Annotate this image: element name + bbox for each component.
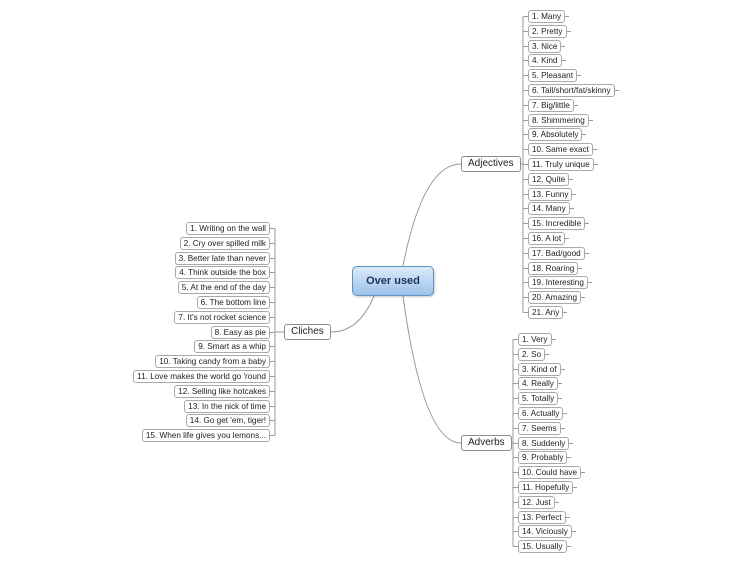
cliches-item[interactable]: 15. When life gives you lemons... bbox=[141, 429, 270, 442]
cliches-item[interactable]: 13. In the nick of time bbox=[184, 400, 270, 413]
cliches-item[interactable]: 7. It's not rocket science bbox=[174, 311, 270, 324]
branch-adjectives[interactable]: Adjectives bbox=[461, 156, 521, 172]
adjectives-item[interactable]: 9. Absolutely bbox=[528, 128, 583, 141]
branch-adverbs[interactable]: Adverbs bbox=[461, 435, 512, 451]
cliches-item[interactable]: 6. The bottom line bbox=[196, 296, 270, 309]
adjectives-item[interactable]: 13. Funny bbox=[528, 188, 573, 201]
adjectives-item[interactable]: 14. Many bbox=[528, 202, 570, 215]
root-link-adjectives bbox=[402, 163, 462, 267]
adjectives-item[interactable]: 4. Kind bbox=[528, 54, 562, 67]
adverbs-item[interactable]: 8. Suddenly bbox=[518, 437, 570, 450]
cliches-item[interactable]: 5. At the end of the day bbox=[177, 281, 270, 294]
adjectives-item[interactable]: 5. Pleasant bbox=[528, 69, 577, 82]
adjectives-item[interactable]: 21. Any bbox=[528, 306, 564, 319]
adjectives-item[interactable]: 17. Bad/good bbox=[528, 247, 585, 260]
adverbs-item[interactable]: 9. Probably bbox=[518, 451, 568, 464]
adjectives-item[interactable]: 2. Pretty bbox=[528, 25, 567, 38]
adjectives-item[interactable]: 8. Shimmering bbox=[528, 114, 589, 127]
adverbs-item[interactable]: 10. Could have bbox=[518, 466, 582, 479]
adjectives-item[interactable]: 10. Same exact bbox=[528, 143, 593, 156]
adverbs-item[interactable]: 1. Very bbox=[518, 333, 552, 346]
adverbs-item[interactable]: 6. Actually bbox=[518, 407, 564, 420]
adverbs-item[interactable]: 5. Totally bbox=[518, 392, 559, 405]
adjectives-item[interactable]: 20. Amazing bbox=[528, 291, 582, 304]
adjectives-item[interactable]: 7. Big/little bbox=[528, 99, 574, 112]
adverbs-item[interactable]: 11. Hopefully bbox=[518, 481, 574, 494]
root-link-cliches bbox=[330, 295, 375, 333]
adverbs-item[interactable]: 7. Seems bbox=[518, 422, 561, 435]
adjectives-item[interactable]: 6. Tall/short/fat/skinny bbox=[528, 84, 615, 97]
adjectives-item[interactable]: 18. Roaring bbox=[528, 262, 579, 275]
adverbs-item[interactable]: 4. Really bbox=[518, 377, 558, 390]
adverbs-item[interactable]: 13. Perfect bbox=[518, 511, 566, 524]
branch-cliches[interactable]: Cliches bbox=[284, 324, 331, 340]
root-topic[interactable]: Over used bbox=[352, 266, 434, 296]
cliches-item[interactable]: 9. Smart as a whip bbox=[194, 340, 270, 353]
cliches-item[interactable]: 3. Better late than never bbox=[174, 252, 270, 265]
adjectives-item[interactable]: 11. Truly unique bbox=[528, 158, 594, 171]
adverbs-item[interactable]: 2. So bbox=[518, 348, 546, 361]
adverbs-item[interactable]: 14. Viciously bbox=[518, 525, 572, 538]
adjectives-item[interactable]: 1. Many bbox=[528, 10, 566, 23]
cliches-item[interactable]: 1. Writing on the wall bbox=[186, 222, 270, 235]
cliches-item[interactable]: 2. Cry over spilled milk bbox=[179, 237, 270, 250]
cliches-item[interactable]: 11. Love makes the world go 'round bbox=[133, 370, 270, 383]
cliches-item[interactable]: 10. Taking candy from a baby bbox=[155, 355, 270, 368]
adjectives-item[interactable]: 19. Interesting bbox=[528, 276, 588, 289]
cliches-item[interactable]: 12. Selling like hotcakes bbox=[174, 385, 270, 398]
adjectives-item[interactable]: 12. Quite bbox=[528, 173, 570, 186]
root-link-adverbs bbox=[402, 295, 462, 444]
adverbs-item[interactable]: 3. Kind of bbox=[518, 363, 561, 376]
cliches-item[interactable]: 14. Go get 'em, tiger! bbox=[185, 414, 270, 427]
adverbs-item[interactable]: 15. Usually bbox=[518, 540, 567, 553]
adjectives-item[interactable]: 3. Nice bbox=[528, 40, 562, 53]
adjectives-item[interactable]: 15. Incredible bbox=[528, 217, 586, 230]
adverbs-item[interactable]: 12. Just bbox=[518, 496, 555, 509]
cliches-item[interactable]: 4. Think outside the box bbox=[175, 266, 270, 279]
cliches-item[interactable]: 8. Easy as pie bbox=[210, 326, 270, 339]
adjectives-item[interactable]: 16. A lot bbox=[528, 232, 566, 245]
